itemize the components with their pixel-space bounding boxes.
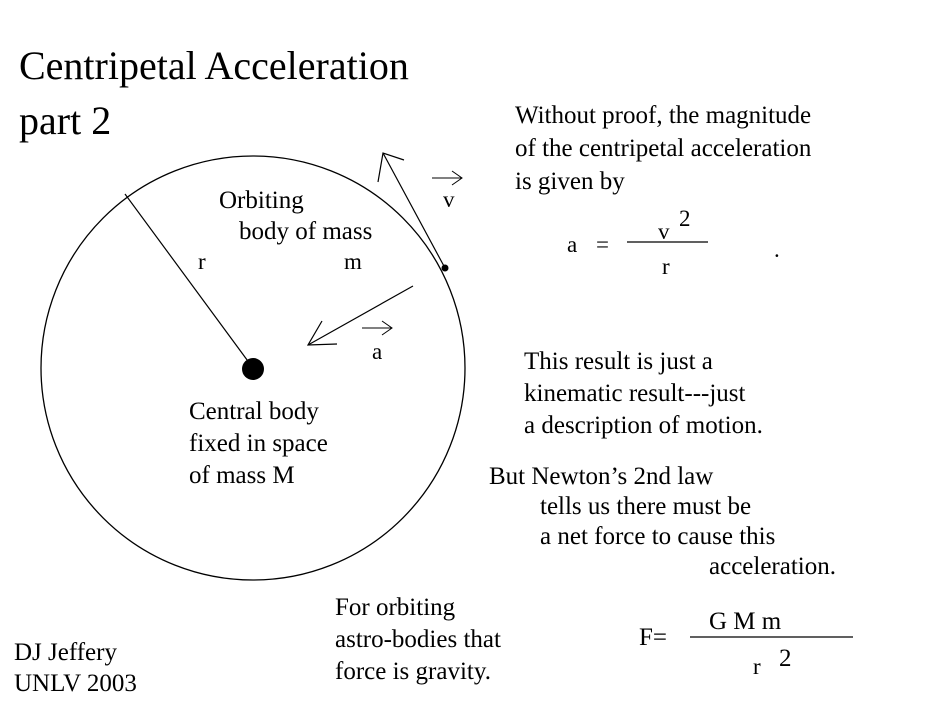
- acceleration-symbol: a: [372, 339, 383, 364]
- kinematic-note-1: This result is just a: [524, 348, 713, 375]
- gravity-note-3: force is gravity.: [335, 658, 491, 685]
- intro-line-3: is given by: [515, 168, 625, 195]
- page-title: Centripetal Acceleration: [19, 43, 409, 88]
- accel-formula-lhs: a: [567, 232, 578, 257]
- kinematic-note-2: kinematic result---just: [524, 380, 746, 407]
- newton-note-2: tells us there must be: [540, 493, 752, 520]
- gravity-note-2: astro-bodies that: [335, 626, 501, 653]
- accel-formula-equals: =: [596, 232, 609, 257]
- newton-note-4: acceleration.: [709, 553, 836, 580]
- newton-note-1: But Newton’s 2nd law: [489, 463, 714, 490]
- acceleration-arrow: [307, 285, 414, 346]
- kinematic-note-3: a description of motion.: [524, 412, 763, 439]
- mass-m-symbol: m: [344, 249, 362, 274]
- radius-symbol: r: [198, 249, 206, 274]
- accel-formula-numerator: v: [658, 219, 670, 244]
- force-formula-denominator: r: [753, 654, 761, 679]
- orbit-circle: [40, 155, 466, 581]
- intro-line-2: of the centripetal acceleration: [515, 135, 812, 162]
- newton-note-3: a net force to cause this: [540, 523, 776, 550]
- velocity-vector-mark-head: [451, 170, 463, 186]
- orbiting-label-2: body of mass: [239, 218, 373, 245]
- intro-line-1: Without proof, the magnitude: [515, 102, 812, 129]
- acceleration-arrowhead: [306, 320, 338, 346]
- acceleration-vector-mark-head: [381, 320, 393, 336]
- radius-line: [124, 193, 254, 369]
- orbiting-label-1: Orbiting: [219, 187, 304, 214]
- gravity-note-1: For orbiting: [335, 594, 456, 621]
- credit-author: DJ Jeffery: [14, 639, 117, 666]
- accel-formula-exponent: 2: [679, 206, 691, 231]
- velocity-symbol: v: [443, 187, 455, 212]
- page-title-part: part 2: [19, 98, 112, 143]
- force-formula-lhs: F=: [639, 624, 668, 651]
- central-body: [242, 358, 264, 380]
- accel-formula-period: .: [774, 237, 780, 262]
- central-body-label-3: of mass M: [189, 462, 295, 489]
- accel-formula-denominator: r: [662, 254, 670, 279]
- credit-institution: UNLV 2003: [14, 670, 137, 697]
- force-formula-numerator: G M m: [709, 608, 782, 635]
- central-body-label-1: Central body: [189, 398, 319, 425]
- central-body-label-2: fixed in space: [189, 430, 328, 457]
- force-formula-exponent: 2: [779, 645, 792, 672]
- velocity-arrowhead: [377, 152, 405, 183]
- velocity-arrow: [382, 152, 446, 269]
